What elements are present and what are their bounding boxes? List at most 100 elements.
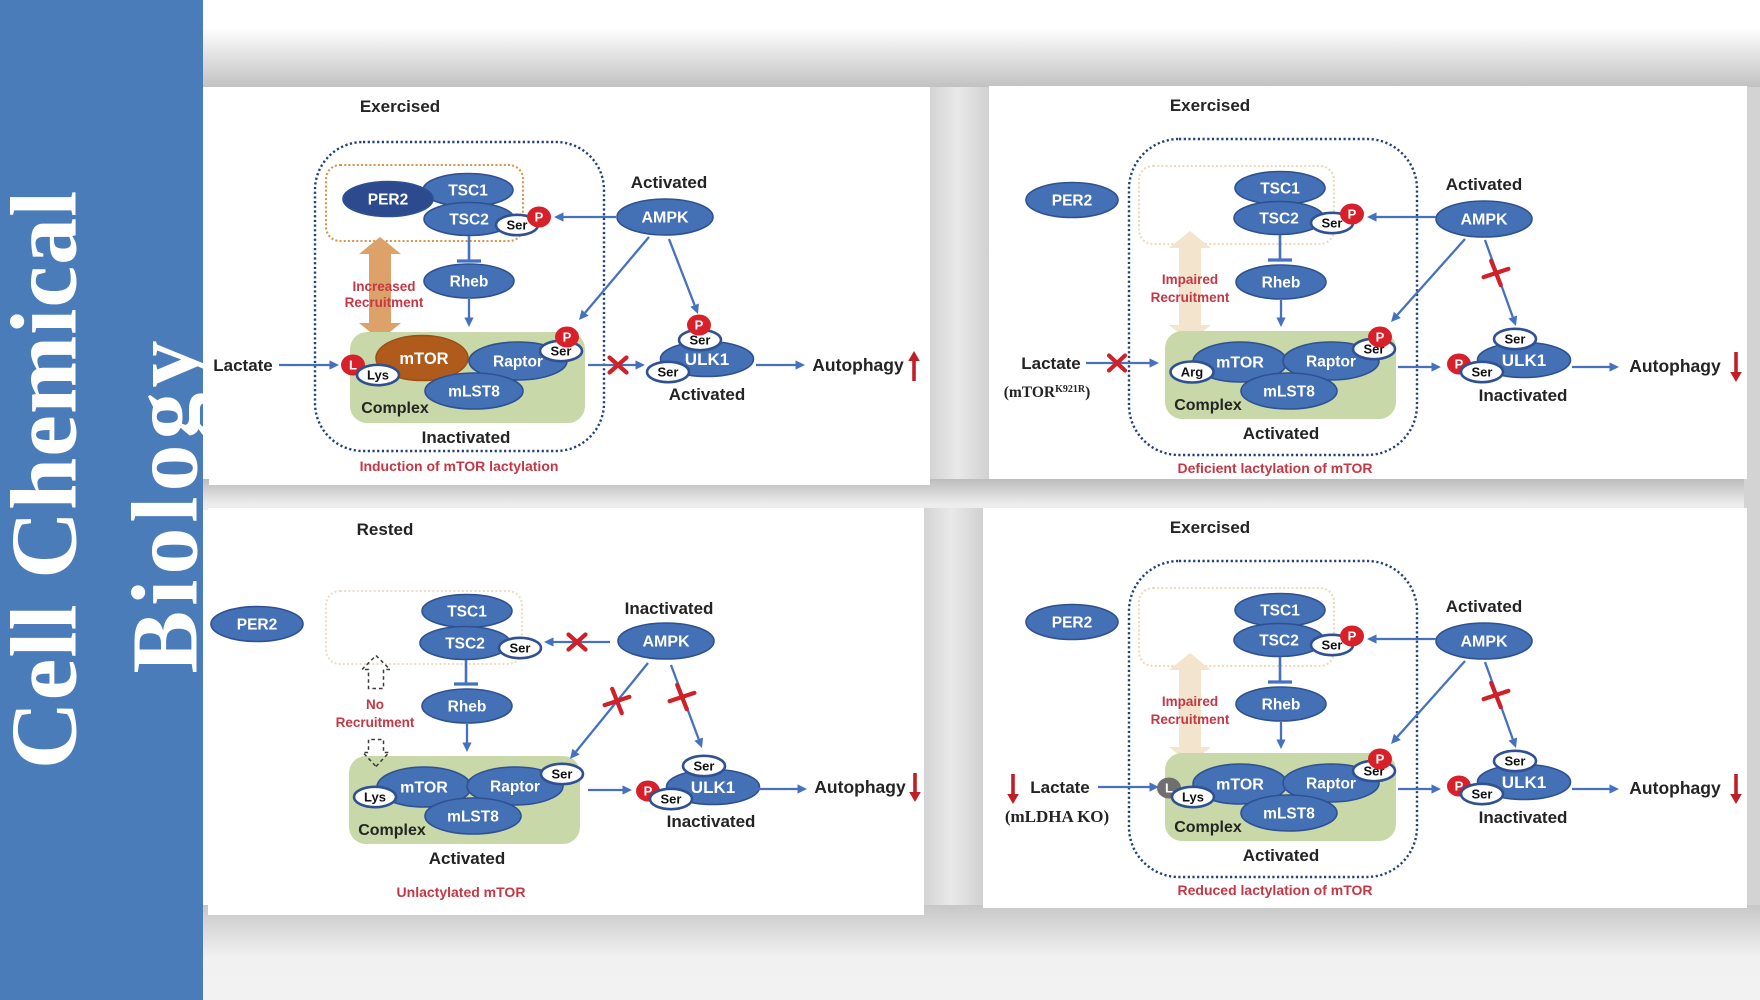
svg-text:Inactivated: Inactivated xyxy=(625,599,714,618)
svg-text:AMPK: AMPK xyxy=(1460,634,1508,651)
svg-text:TSC2: TSC2 xyxy=(449,211,489,228)
svg-text:L: L xyxy=(1165,781,1173,796)
svg-text:Ser: Ser xyxy=(1505,754,1526,769)
svg-text:Raptor: Raptor xyxy=(490,778,540,795)
svg-text:TSC1: TSC1 xyxy=(1260,602,1300,619)
svg-text:P: P xyxy=(695,318,704,333)
svg-text:Ser: Ser xyxy=(658,365,679,380)
svg-text:Lactate: Lactate xyxy=(213,356,273,375)
svg-text:P: P xyxy=(1455,357,1464,372)
svg-text:Arg: Arg xyxy=(1181,365,1203,380)
svg-text:Ser: Ser xyxy=(507,218,528,233)
svg-text:Activated: Activated xyxy=(631,173,708,192)
svg-text:Ser: Ser xyxy=(1472,365,1493,380)
svg-text:TSC1: TSC1 xyxy=(1260,180,1300,197)
svg-text:Lys: Lys xyxy=(1182,790,1204,805)
svg-text:Induction of mTOR lactylation: Induction of mTOR lactylation xyxy=(360,458,559,474)
svg-text:Inactivated: Inactivated xyxy=(1479,386,1568,405)
svg-text:Activated: Activated xyxy=(1446,597,1523,616)
svg-text:mLST8: mLST8 xyxy=(448,383,500,400)
svg-text:Exercised: Exercised xyxy=(1170,518,1250,537)
svg-text:Complex: Complex xyxy=(1174,397,1242,414)
svg-text:mLST8: mLST8 xyxy=(1263,383,1315,400)
svg-text:Unlactylated mTOR: Unlactylated mTOR xyxy=(397,884,526,900)
svg-text:Activated: Activated xyxy=(1243,846,1320,865)
svg-text:L: L xyxy=(349,358,357,373)
svg-text:PER2: PER2 xyxy=(237,616,278,633)
svg-text:AMPK: AMPK xyxy=(641,210,689,227)
svg-text:P: P xyxy=(1376,330,1385,345)
svg-text:Rested: Rested xyxy=(357,520,414,539)
svg-text:Activated: Activated xyxy=(669,385,746,404)
svg-text:Complex: Complex xyxy=(361,400,429,417)
svg-text:mLST8: mLST8 xyxy=(1263,805,1315,822)
svg-text:No: No xyxy=(366,697,384,712)
svg-text:Inactivated: Inactivated xyxy=(422,428,511,447)
svg-text:Autophagy: Autophagy xyxy=(812,355,904,375)
svg-text:Impaired: Impaired xyxy=(1162,694,1218,709)
svg-text:Rheb: Rheb xyxy=(1262,696,1301,713)
svg-text:TSC2: TSC2 xyxy=(445,635,485,652)
svg-text:P: P xyxy=(1455,779,1464,794)
svg-text:Inactivated: Inactivated xyxy=(1479,808,1568,827)
svg-text:Autophagy: Autophagy xyxy=(1629,778,1721,798)
svg-text:Activated: Activated xyxy=(429,849,506,868)
svg-text:Rheb: Rheb xyxy=(450,273,489,290)
svg-text:P: P xyxy=(644,784,653,799)
svg-text:Lys: Lys xyxy=(367,368,389,383)
svg-text:Ser: Ser xyxy=(1505,332,1526,347)
svg-text:Lys: Lys xyxy=(364,790,386,805)
svg-text:ULK1: ULK1 xyxy=(1502,773,1546,792)
svg-text:P: P xyxy=(1376,752,1385,767)
svg-text:P: P xyxy=(1348,207,1357,222)
svg-text:Recruitment: Recruitment xyxy=(336,715,415,730)
svg-text:Reduced lactylation of mTOR: Reduced lactylation of mTOR xyxy=(1178,882,1373,898)
svg-text:Raptor: Raptor xyxy=(1306,353,1356,370)
svg-text:P: P xyxy=(1348,629,1357,644)
svg-text:Ser: Ser xyxy=(1472,787,1493,802)
svg-text:mTOR: mTOR xyxy=(1216,355,1264,372)
svg-text:Raptor: Raptor xyxy=(493,353,543,370)
svg-text:ULK1: ULK1 xyxy=(685,350,729,369)
svg-text:PER2: PER2 xyxy=(368,191,409,208)
svg-text:(mTORK921R): (mTORK921R) xyxy=(1004,384,1091,402)
svg-text:(mLDHA KO): (mLDHA KO) xyxy=(1005,807,1109,826)
svg-text:mTOR: mTOR xyxy=(400,780,448,797)
svg-text:PER2: PER2 xyxy=(1052,614,1093,631)
svg-text:ULK1: ULK1 xyxy=(1502,351,1546,370)
svg-text:Rheb: Rheb xyxy=(1262,274,1301,291)
svg-text:Lactate: Lactate xyxy=(1030,778,1090,797)
svg-text:Raptor: Raptor xyxy=(1306,775,1356,792)
svg-text:Exercised: Exercised xyxy=(360,97,440,116)
svg-text:Ser: Ser xyxy=(694,759,715,774)
svg-text:Ser: Ser xyxy=(510,641,531,656)
svg-text:Activated: Activated xyxy=(1446,175,1523,194)
svg-text:P: P xyxy=(535,210,544,225)
svg-text:Activated: Activated xyxy=(1243,424,1320,443)
svg-text:Lactate: Lactate xyxy=(1021,354,1081,373)
svg-text:Complex: Complex xyxy=(358,822,426,839)
svg-text:P: P xyxy=(563,330,572,345)
svg-text:Ser: Ser xyxy=(661,792,682,807)
svg-text:Recruitment: Recruitment xyxy=(1151,712,1230,727)
svg-text:TSC2: TSC2 xyxy=(1259,210,1299,227)
svg-text:Deficient lactylation of mTOR: Deficient lactylation of mTOR xyxy=(1178,460,1373,476)
svg-text:Ser: Ser xyxy=(1322,638,1343,653)
svg-text:mTOR: mTOR xyxy=(1216,777,1264,794)
svg-text:Rheb: Rheb xyxy=(448,698,487,715)
svg-text:PER2: PER2 xyxy=(1052,192,1093,209)
svg-text:Ser: Ser xyxy=(690,333,711,348)
svg-text:mTOR: mTOR xyxy=(399,350,448,368)
svg-text:Ser: Ser xyxy=(552,767,573,782)
svg-text:Recruitment: Recruitment xyxy=(345,295,424,310)
svg-text:Autophagy: Autophagy xyxy=(1629,356,1721,376)
svg-text:Autophagy: Autophagy xyxy=(814,777,906,797)
svg-text:Impaired: Impaired xyxy=(1162,272,1218,287)
svg-text:Recruitment: Recruitment xyxy=(1151,290,1230,305)
svg-text:AMPK: AMPK xyxy=(1460,212,1508,229)
svg-text:mLST8: mLST8 xyxy=(447,808,499,825)
svg-text:TSC2: TSC2 xyxy=(1259,632,1299,649)
svg-text:Increased: Increased xyxy=(352,279,415,294)
svg-text:Complex: Complex xyxy=(1174,819,1242,836)
svg-text:TSC1: TSC1 xyxy=(448,182,488,199)
